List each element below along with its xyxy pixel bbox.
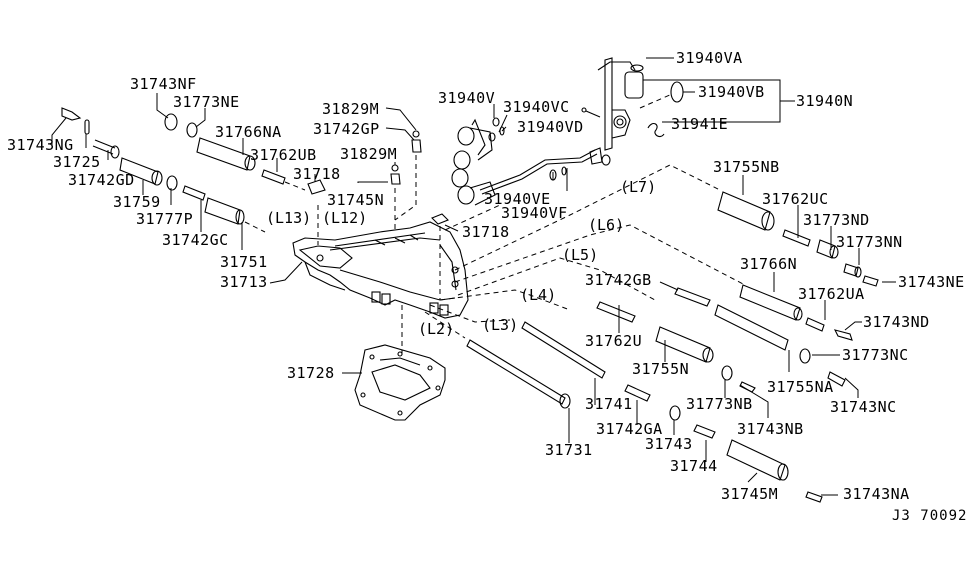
part-label-31940VF[interactable]: 31940VF bbox=[501, 204, 568, 222]
part-label-31745N[interactable]: 31745N bbox=[327, 191, 385, 209]
part-label-31742GC[interactable]: 31742GC bbox=[162, 231, 229, 249]
part-label-31829M-lower[interactable]: 31829M bbox=[340, 145, 398, 163]
diagram-code: J3 70092 bbox=[892, 508, 968, 524]
line-group-label-L4: (L4) bbox=[520, 286, 557, 304]
part-label-31940VD[interactable]: 31940VD bbox=[517, 118, 584, 136]
line-group-label-L3: (L3) bbox=[482, 316, 519, 334]
line-group-label-L5: (L5) bbox=[562, 246, 599, 264]
part-label-31751[interactable]: 31751 bbox=[220, 253, 268, 271]
part-label-31743NG[interactable]: 31743NG bbox=[7, 136, 74, 154]
line-group-label-L7: (L7) bbox=[620, 178, 657, 196]
part-label-31743NB[interactable]: 31743NB bbox=[737, 420, 804, 438]
part-label-31743ND[interactable]: 31743ND bbox=[863, 313, 930, 331]
part-label-31940N[interactable]: 31940N bbox=[796, 92, 854, 110]
separator-plate-drawing bbox=[354, 344, 446, 421]
part-label-31940VA[interactable]: 31940VA bbox=[676, 49, 743, 67]
part-label-31713[interactable]: 31713 bbox=[220, 273, 268, 291]
part-label-31741[interactable]: 31741 bbox=[585, 395, 633, 413]
part-label-31731[interactable]: 31731 bbox=[545, 441, 593, 459]
part-label-31743NE[interactable]: 31743NE bbox=[898, 273, 965, 291]
line-group-label-L6: (L6) bbox=[588, 216, 625, 234]
part-label-31728[interactable]: 31728 bbox=[287, 364, 335, 382]
part-label-31743NA[interactable]: 31743NA bbox=[843, 485, 910, 503]
part-label-31745M[interactable]: 31745M bbox=[721, 485, 779, 503]
part-label-31725[interactable]: 31725 bbox=[53, 153, 101, 171]
right-valve-train-drawing bbox=[466, 191, 879, 503]
part-label-31759[interactable]: 31759 bbox=[113, 193, 161, 211]
part-label-31773NB[interactable]: 31773NB bbox=[686, 395, 753, 413]
part-label-31762UC[interactable]: 31762UC bbox=[762, 190, 829, 208]
part-label-31773NN[interactable]: 31773NN bbox=[836, 233, 903, 251]
part-label-31773ND[interactable]: 31773ND bbox=[803, 211, 870, 229]
part-label-31743NF[interactable]: 31743NF bbox=[130, 75, 197, 93]
part-label-31742GB[interactable]: 31742GB bbox=[585, 271, 652, 289]
valve-body-drawing bbox=[292, 221, 469, 319]
part-label-31940VB[interactable]: 31940VB bbox=[698, 83, 765, 101]
part-label-31940VE[interactable]: 31940VE bbox=[484, 190, 551, 208]
leader-lines bbox=[51, 57, 896, 496]
part-label-31742GP[interactable]: 31742GP bbox=[313, 120, 380, 138]
part-label-31742GA[interactable]: 31742GA bbox=[596, 420, 663, 438]
line-group-label-L13: (L13) bbox=[266, 209, 312, 227]
solenoid-assembly-drawing bbox=[451, 57, 684, 206]
part-label-31773NC[interactable]: 31773NC bbox=[842, 346, 909, 364]
part-label-31829M-upper[interactable]: 31829M bbox=[322, 100, 380, 118]
part-label-31755N[interactable]: 31755N bbox=[632, 360, 690, 378]
part-label-31941E[interactable]: 31941E bbox=[671, 115, 729, 133]
part-label-31766NA[interactable]: 31766NA bbox=[215, 123, 282, 141]
part-label-31762UB[interactable]: 31762UB bbox=[250, 146, 317, 164]
part-label-31718-upper[interactable]: 31718 bbox=[293, 165, 341, 183]
part-label-31762UA[interactable]: 31762UA bbox=[798, 285, 865, 303]
part-label-31940VC[interactable]: 31940VC bbox=[503, 98, 570, 116]
reference-lines bbox=[317, 155, 746, 355]
part-label-31718-lower[interactable]: 31718 bbox=[462, 223, 510, 241]
line-group-label-L2: (L2) bbox=[418, 320, 455, 338]
part-label-31743[interactable]: 31743 bbox=[645, 435, 693, 453]
part-label-31762U[interactable]: 31762U bbox=[585, 332, 643, 350]
part-label-31743NC[interactable]: 31743NC bbox=[830, 398, 897, 416]
part-label-31777P[interactable]: 31777P bbox=[136, 210, 194, 228]
part-label-31773NE[interactable]: 31773NE bbox=[173, 93, 240, 111]
part-label-31755NA[interactable]: 31755NA bbox=[767, 378, 834, 396]
part-label-31742GD[interactable]: 31742GD bbox=[68, 171, 135, 189]
part-label-31744[interactable]: 31744 bbox=[670, 457, 718, 475]
part-label-31755NB[interactable]: 31755NB bbox=[713, 158, 780, 176]
line-group-label-L12: (L12) bbox=[322, 209, 368, 227]
part-label-31940V[interactable]: 31940V bbox=[438, 89, 496, 107]
part-label-31766N[interactable]: 31766N bbox=[740, 255, 798, 273]
